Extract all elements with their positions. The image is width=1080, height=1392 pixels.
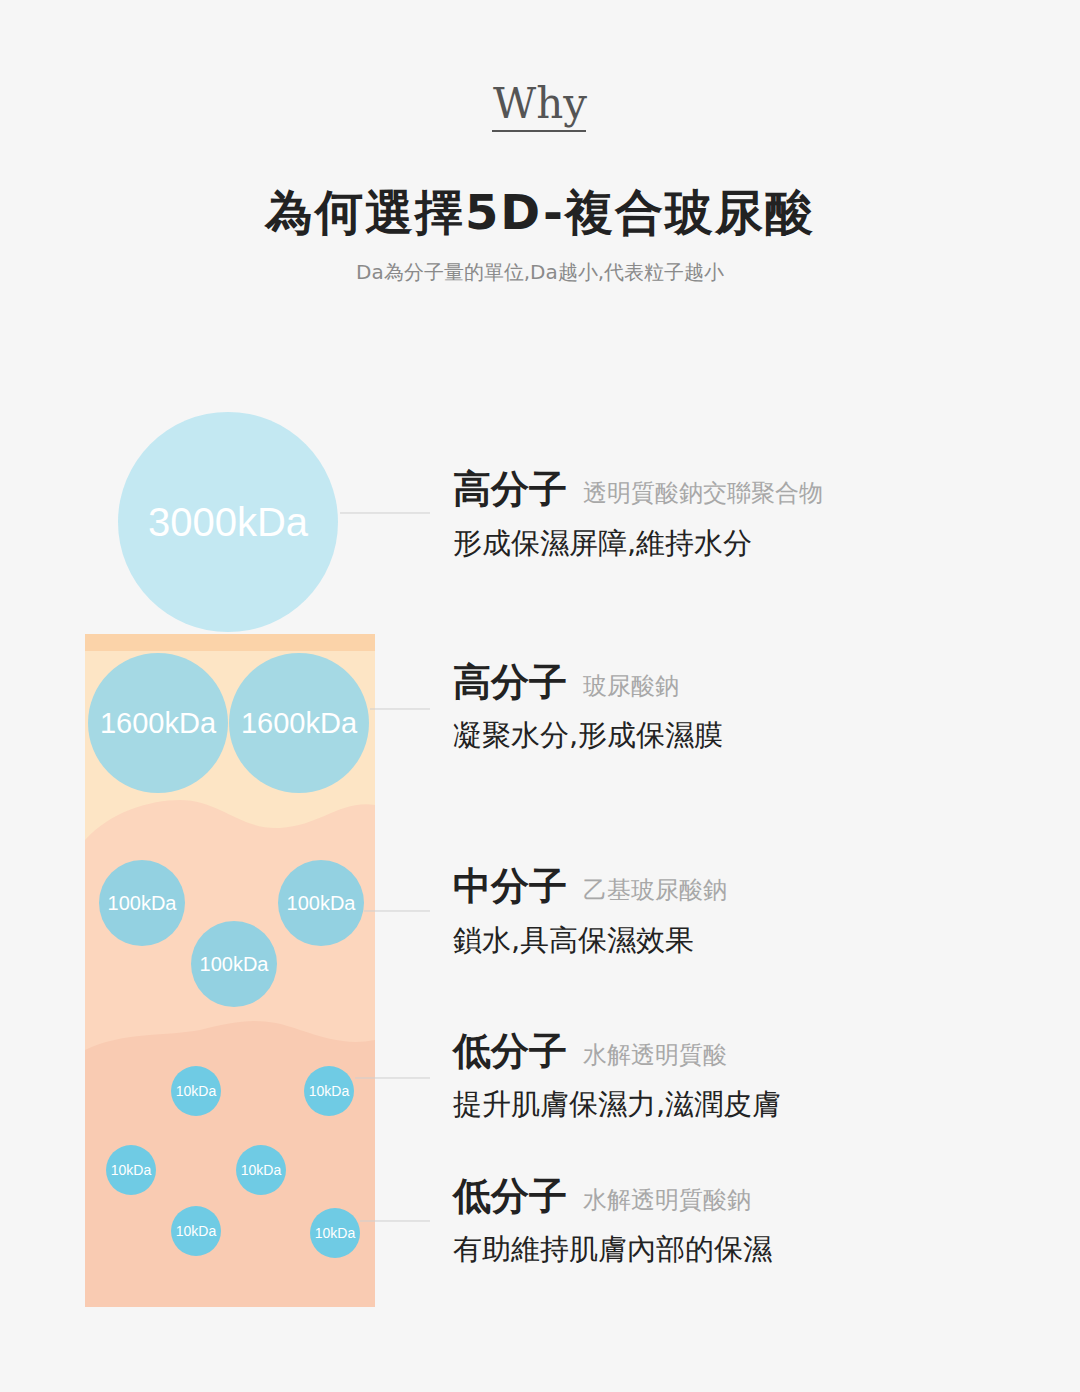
molecule-weight: 10kDa xyxy=(315,1226,355,1240)
benefit-text: 提升肌膚保濕力,滋潤皮膚 xyxy=(453,1087,781,1122)
molecule-circle: 100kDa xyxy=(99,860,185,946)
molecule-circle: 10kDa xyxy=(236,1145,286,1195)
molecule-circle: 100kDa xyxy=(278,860,364,946)
molecule-weight: 1600kDa xyxy=(241,709,357,738)
circle-fill xyxy=(88,653,228,793)
ingredient-name: 玻尿酸鈉 xyxy=(583,672,679,701)
section-tag: Why xyxy=(493,79,587,129)
molecule-weight: 10kDa xyxy=(111,1163,151,1177)
molecule-circle: 3000kDa xyxy=(118,412,338,632)
molecule-weight: 100kDa xyxy=(108,893,177,913)
circle-fill xyxy=(229,653,369,793)
ingredient-name: 水解透明質酸鈉 xyxy=(583,1186,751,1215)
molecule-size: 低分子 xyxy=(453,1174,567,1220)
molecule-circle: 100kDa xyxy=(191,921,277,1007)
molecule-circle: 10kDa xyxy=(304,1066,354,1116)
leader-line xyxy=(355,1078,430,1079)
circle-fill xyxy=(278,860,364,946)
benefit-text: 有助維持肌膚內部的保濕 xyxy=(453,1232,772,1267)
ingredient-name: 水解透明質酸 xyxy=(583,1041,727,1070)
molecule-weight: 10kDa xyxy=(176,1224,216,1238)
circle-fill xyxy=(118,412,338,632)
skin-surface xyxy=(85,634,375,651)
molecule-circle: 10kDa xyxy=(171,1206,221,1256)
circle-fill xyxy=(236,1145,286,1195)
circle-fill xyxy=(99,860,185,946)
leader-line xyxy=(370,709,430,710)
molecule-circle: 1600kDa xyxy=(88,653,228,793)
ingredient-name: 乙基玻尿酸鈉 xyxy=(583,876,727,905)
skin-layer xyxy=(85,1021,375,1307)
leader-line xyxy=(364,911,430,912)
circle-fill xyxy=(310,1208,360,1258)
benefit-text: 鎖水,具高保濕效果 xyxy=(453,923,694,958)
circle-fill xyxy=(304,1066,354,1116)
leader-line xyxy=(360,1221,430,1222)
skin-layer xyxy=(85,634,375,1307)
molecule-weight: 100kDa xyxy=(200,954,269,974)
skin-layer xyxy=(85,800,375,1307)
circle-fill xyxy=(171,1206,221,1256)
leader-lines xyxy=(340,513,430,1221)
subtitle: Da為分子量的單位,Da越小,代表粒子越小 xyxy=(356,260,724,284)
molecule-weight: 3000kDa xyxy=(148,502,308,542)
molecule-size: 高分子 xyxy=(453,467,567,513)
molecule-weight: 1600kDa xyxy=(100,709,216,738)
molecule-circle: 1600kDa xyxy=(229,653,369,793)
molecule-weight: 10kDa xyxy=(309,1084,349,1098)
ingredient-name: 透明質酸鈉交聯聚合物 xyxy=(583,479,823,508)
heading: 為何選擇5D-複合玻尿酸 xyxy=(265,184,815,242)
molecule-circle: 10kDa xyxy=(171,1066,221,1116)
benefit-text: 凝聚水分,形成保濕膜 xyxy=(453,718,723,753)
benefit-text: 形成保濕屏障,維持水分 xyxy=(453,526,752,561)
molecule-size: 低分子 xyxy=(453,1029,567,1075)
molecule-weight: 10kDa xyxy=(176,1084,216,1098)
title-underline xyxy=(492,130,586,132)
molecule-weight: 100kDa xyxy=(287,893,356,913)
molecule-size: 高分子 xyxy=(453,660,567,706)
molecule-weight: 10kDa xyxy=(241,1163,281,1177)
molecule-circle: 10kDa xyxy=(106,1145,156,1195)
circle-fill xyxy=(171,1066,221,1116)
circle-fill xyxy=(106,1145,156,1195)
circle-fill xyxy=(191,921,277,1007)
leader-line xyxy=(340,513,430,514)
molecule-size: 中分子 xyxy=(453,864,567,910)
molecule-circle: 10kDa xyxy=(310,1208,360,1258)
